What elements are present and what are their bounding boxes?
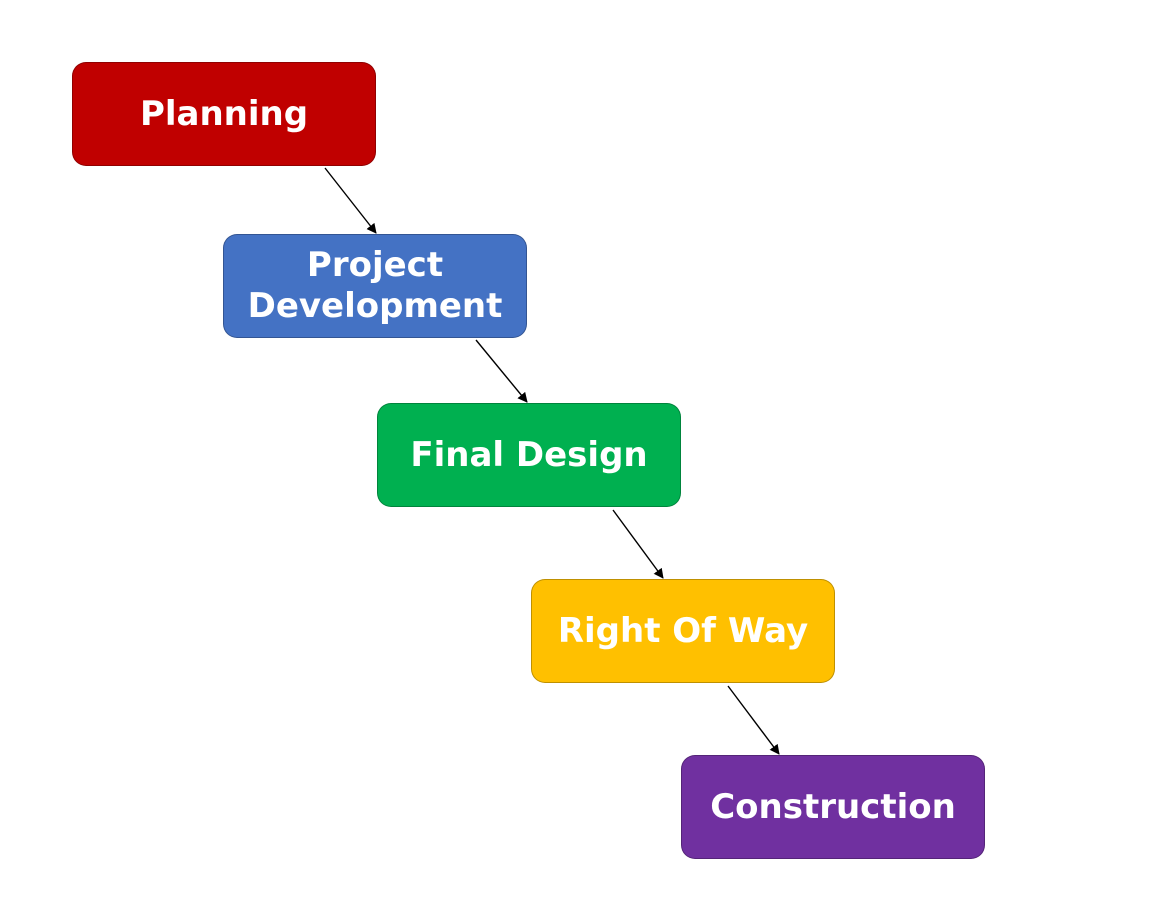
step-project-development: Project Development <box>223 234 527 338</box>
step-label: Right Of Way <box>557 610 809 651</box>
step-final-design: Final Design <box>377 403 681 507</box>
step-label: Planning <box>139 93 309 134</box>
step-construction: Construction <box>681 755 985 859</box>
step-right-of-way: Right Of Way <box>531 579 835 683</box>
step-label: Final Design <box>410 434 648 475</box>
arrow-right-of-way-to-construction <box>727 685 780 755</box>
arrow-planning-to-project-development <box>324 167 377 234</box>
arrow-final-design-to-right-of-way <box>612 509 664 579</box>
step-label: Construction <box>710 786 956 827</box>
step-planning: Planning <box>72 62 376 166</box>
arrow-project-development-to-final-design <box>475 339 528 403</box>
step-label: Project Development <box>247 245 503 326</box>
